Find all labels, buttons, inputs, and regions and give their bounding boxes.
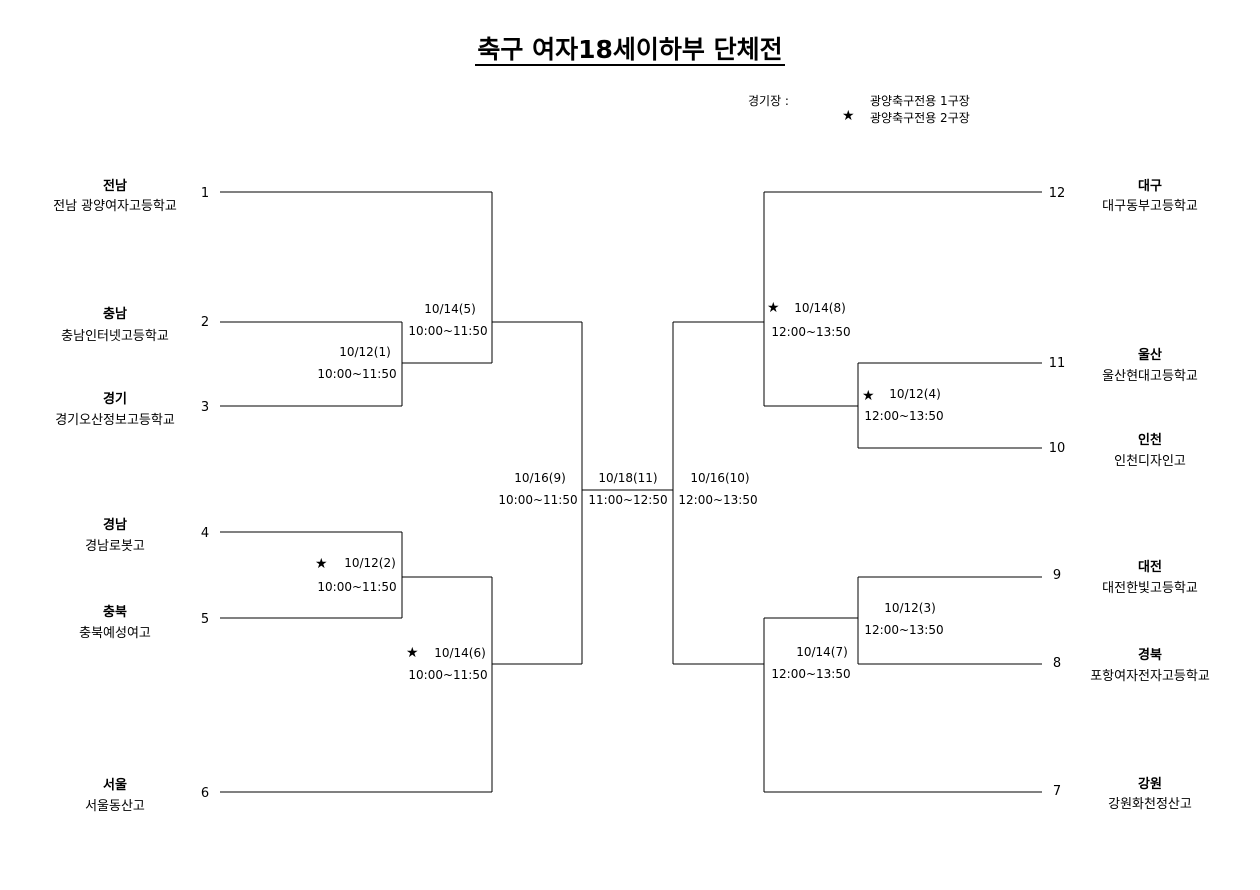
team-region: 경북 xyxy=(1138,648,1162,663)
team-school: 대구동부고등학교 xyxy=(1102,199,1198,214)
star-icon: ★ xyxy=(315,556,328,572)
team-region: 경기 xyxy=(103,392,127,407)
team-seed: 4 xyxy=(200,526,210,541)
team-region: 충남 xyxy=(103,307,127,322)
team-school: 포항여자전자고등학교 xyxy=(1090,669,1210,684)
match-time: 10:00~11:50 xyxy=(317,580,397,594)
match-time: 11:00~12:50 xyxy=(588,493,668,507)
match-date: 10/14(8) xyxy=(794,301,846,315)
team-school: 전남 광양여자고등학교 xyxy=(53,199,177,214)
team-region: 충북 xyxy=(103,605,127,620)
team-school: 경기오산정보고등학교 xyxy=(55,413,175,428)
match-date: 10/12(2) xyxy=(344,556,396,570)
team-region: 인천 xyxy=(1138,433,1162,448)
team-school: 충북예성여고 xyxy=(79,626,151,641)
team-school: 울산현대고등학교 xyxy=(1102,369,1198,384)
team-region: 전남 xyxy=(103,179,127,194)
team-region: 대구 xyxy=(1138,179,1162,194)
star-icon: ★ xyxy=(842,108,855,124)
match-time: 12:00~13:50 xyxy=(771,667,851,681)
match-time: 12:00~13:50 xyxy=(678,493,758,507)
match-date: 10/18(11) xyxy=(598,471,658,485)
match-date: 10/16(10) xyxy=(690,471,750,485)
team-seed: 3 xyxy=(200,400,210,415)
team-region: 경남 xyxy=(103,518,127,533)
star-icon: ★ xyxy=(767,300,780,316)
match-time: 12:00~13:50 xyxy=(864,409,944,423)
page-title-text: 축구 여자18세이하부 단체전 xyxy=(475,35,785,66)
team-seed: 7 xyxy=(1052,784,1062,799)
team-seed: 1 xyxy=(200,186,210,201)
team-seed: 11 xyxy=(1048,356,1066,371)
team-seed: 8 xyxy=(1052,656,1062,671)
team-region: 울산 xyxy=(1138,348,1162,363)
team-seed: 10 xyxy=(1048,441,1066,456)
match-date: 10/14(6) xyxy=(434,646,486,660)
team-seed: 12 xyxy=(1048,186,1066,201)
match-time: 10:00~11:50 xyxy=(408,324,488,338)
venue-field-1: 광양축구전용 1구장 xyxy=(870,94,970,108)
team-school: 대전한빛고등학교 xyxy=(1102,581,1198,596)
match-date: 10/12(1) xyxy=(339,345,391,359)
team-school: 충남인터넷고등학교 xyxy=(61,329,169,344)
venue-label: 경기장 : xyxy=(748,94,789,108)
star-icon: ★ xyxy=(862,388,875,404)
team-school: 경남로봇고 xyxy=(85,539,145,554)
venue-field-2: 광양축구전용 2구장 xyxy=(870,111,970,125)
team-seed: 6 xyxy=(200,786,210,801)
team-seed: 2 xyxy=(200,315,210,330)
team-seed: 9 xyxy=(1052,568,1062,583)
match-time: 12:00~13:50 xyxy=(771,325,851,339)
team-region: 대전 xyxy=(1138,560,1162,575)
team-school: 서울동산고 xyxy=(85,799,145,814)
match-date: 10/14(5) xyxy=(424,302,476,316)
match-date: 10/12(3) xyxy=(884,601,936,615)
star-icon: ★ xyxy=(406,645,419,661)
team-region: 서울 xyxy=(103,778,127,793)
match-time: 10:00~11:50 xyxy=(408,668,488,682)
match-date: 10/12(4) xyxy=(889,387,941,401)
team-school: 인천디자인고 xyxy=(1114,454,1186,469)
team-region: 강원 xyxy=(1138,777,1162,792)
match-time: 12:00~13:50 xyxy=(864,623,944,637)
team-school: 강원화천정산고 xyxy=(1108,797,1192,812)
match-time: 10:00~11:50 xyxy=(498,493,578,507)
match-time: 10:00~11:50 xyxy=(317,367,397,381)
team-seed: 5 xyxy=(200,612,210,627)
match-date: 10/16(9) xyxy=(514,471,566,485)
page-title: 축구 여자18세이하부 단체전 xyxy=(0,30,1260,66)
match-date: 10/14(7) xyxy=(796,645,848,659)
